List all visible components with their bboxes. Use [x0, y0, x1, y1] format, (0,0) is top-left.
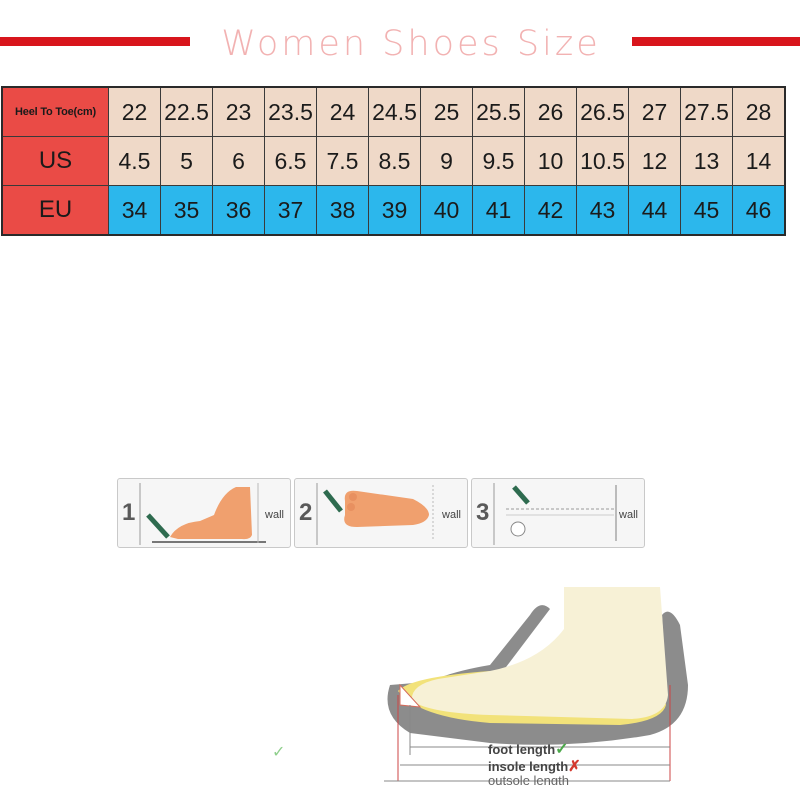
size-cell-cm: 28 — [732, 86, 786, 137]
cross-icon: ✗ — [568, 758, 581, 775]
size-cell-us: 6 — [212, 136, 265, 186]
size-cell-eu: 34 — [108, 185, 161, 236]
check-icon: ✓ — [272, 744, 286, 761]
insole-length-label: insole length✗ — [488, 757, 581, 775]
step-3-panel: 3 wall — [471, 478, 645, 548]
size-cell-eu: 46 — [732, 185, 786, 236]
heel-against-wall-icon — [139, 483, 266, 545]
size-cell-eu: 41 — [472, 185, 525, 236]
step-2-panel: 2 wall — [294, 478, 468, 548]
size-cell-us: 4.5 — [108, 136, 161, 186]
size-cell-cm: 23.5 — [264, 86, 317, 137]
check-icon: ✓ — [555, 741, 569, 758]
title-rule-left — [0, 37, 190, 46]
size-cell-cm: 25 — [420, 86, 473, 137]
size-cell-us: 9.5 — [472, 136, 525, 186]
size-cell-cm: 27 — [628, 86, 681, 137]
size-cell-cm: 23 — [212, 86, 265, 137]
size-cell-cm: 22.5 — [160, 86, 213, 137]
size-cell-eu: 44 — [628, 185, 681, 236]
size-cell-eu: 40 — [420, 185, 473, 236]
size-cell-us: 12 — [628, 136, 681, 186]
foot-length-text: foot length — [488, 742, 556, 757]
size-cell-eu: 39 — [368, 185, 421, 236]
wall-label: wall — [265, 509, 284, 521]
size-cell-cm: 26.5 — [576, 86, 629, 137]
row-label-us: US — [1, 136, 109, 186]
size-cell-us: 10.5 — [576, 136, 629, 186]
size-cell-cm: 24 — [316, 86, 369, 137]
size-cell-cm: 22 — [108, 86, 161, 137]
page-title: Women Shoes Size — [221, 24, 601, 64]
size-cell-us: 10 — [524, 136, 577, 186]
insole-length-text: insole length — [488, 759, 569, 774]
step-number: 2 — [299, 499, 313, 526]
title-rule-right — [632, 37, 800, 46]
outsole-length-label: outsole length — [488, 773, 569, 785]
step-number: 1 — [122, 499, 136, 526]
size-cell-us: 13 — [680, 136, 733, 186]
size-cell-cm: 26 — [524, 86, 577, 137]
size-cell-eu: 42 — [524, 185, 577, 236]
size-cell-eu: 36 — [212, 185, 265, 236]
size-cell-eu: 38 — [316, 185, 369, 236]
wall-label: wall — [442, 509, 461, 521]
shoe-cross-section-icon — [384, 587, 688, 782]
shoe-diagram: foot length✓ insole length✗ outsole leng… — [370, 585, 700, 785]
size-cell-us: 14 — [732, 136, 786, 186]
size-cell-eu: 35 — [160, 185, 213, 236]
size-cell-us: 6.5 — [264, 136, 317, 186]
size-cell-us: 8.5 — [368, 136, 421, 186]
step-1-panel: 1 wall — [117, 478, 291, 548]
size-cell-eu: 45 — [680, 185, 733, 236]
measuring-steps: 1 wall 2 wall 3 wall — [117, 478, 645, 548]
size-cell-us: 5 — [160, 136, 213, 186]
outsole-length-text: outsole length — [488, 773, 569, 785]
row-label-eu: EU — [1, 185, 109, 236]
size-cell-cm: 27.5 — [680, 86, 733, 137]
size-cell-us: 9 — [420, 136, 473, 186]
size-cell-eu: 43 — [576, 185, 629, 236]
measure-distance-icon — [493, 483, 617, 545]
size-cell-cm: 25.5 — [472, 86, 525, 137]
step-number: 3 — [476, 499, 490, 526]
foot-length-label: foot length✓ — [488, 739, 569, 759]
size-cell-us: 7.5 — [316, 136, 369, 186]
wall-label: wall — [619, 509, 638, 521]
size-cell-eu: 37 — [264, 185, 317, 236]
title-bar: Women Shoes Size — [0, 22, 800, 66]
row-label-cm: Heel To Toe(cm) — [1, 86, 109, 137]
size-cell-cm: 24.5 — [368, 86, 421, 137]
foot-top-view-icon — [316, 483, 434, 545]
